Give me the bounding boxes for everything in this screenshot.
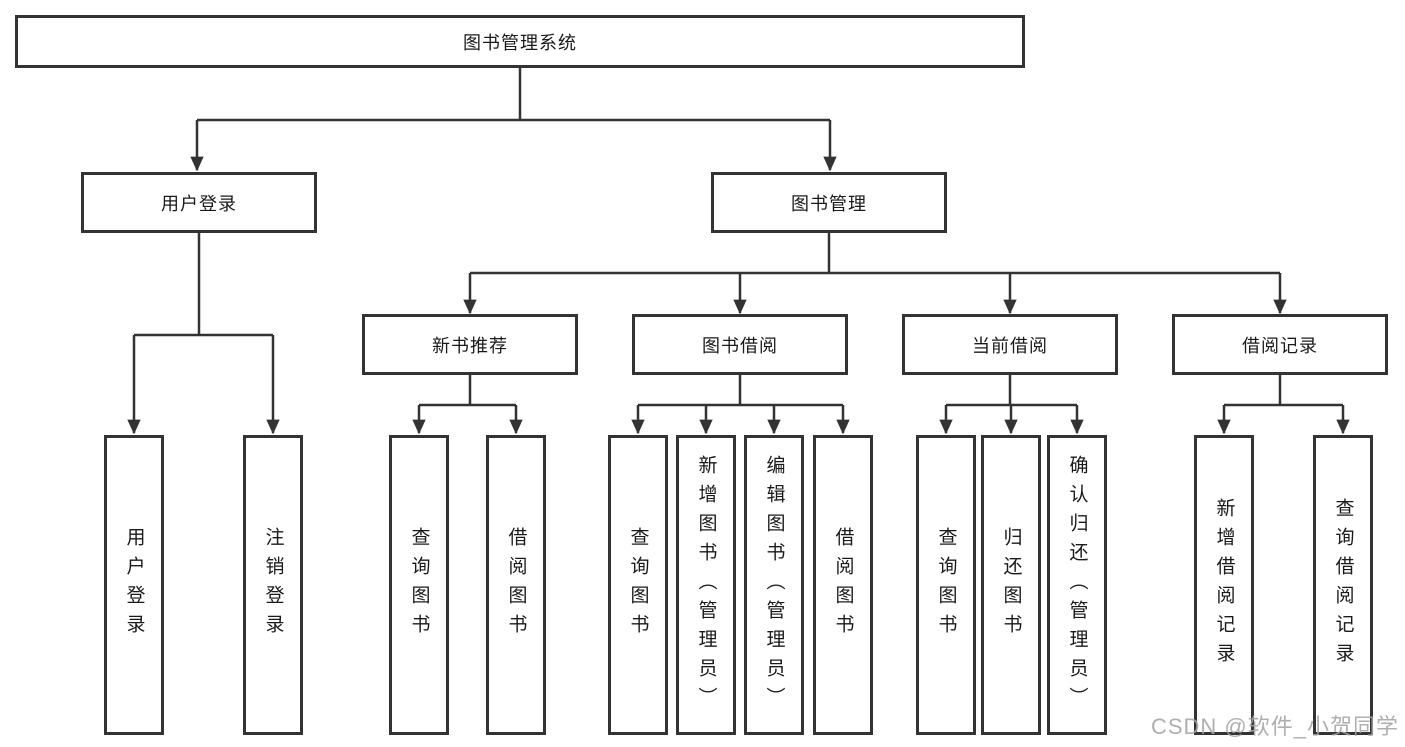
leaf-borrow-books-2: 借阅图书 [813,435,873,735]
node-borrow-records: 借阅记录 [1172,314,1388,375]
leaf-add-book-admin: 新增图书（管理员） [676,435,736,735]
csdn-watermark: CSDN @软件_小贺同学 [1150,714,1399,739]
leaf-edit-book-admin: 编辑图书（管理员） [744,435,804,735]
leaf-confirm-return-admin-label: 确认归还（管理员） [1066,454,1088,716]
leaf-user-login-label: 用户登录 [123,527,145,643]
leaf-add-borrow-record-label: 新增借阅记录 [1213,498,1235,672]
leaf-borrow-books-1: 借阅图书 [486,435,546,735]
node-current-borrow: 当前借阅 [902,314,1118,375]
node-user-login: 用户登录 [81,172,317,233]
leaf-edit-book-admin-label: 编辑图书（管理员） [763,454,785,716]
node-book-management: 图书管理 [711,172,947,233]
leaf-borrow-books-2-label: 借阅图书 [832,527,854,643]
leaf-query-books-1: 查询图书 [389,435,449,735]
leaf-borrow-books-1-label: 借阅图书 [505,527,527,643]
node-book-borrow: 图书借阅 [632,314,848,375]
leaf-query-books-2-label: 查询图书 [627,527,649,643]
leaf-confirm-return-admin: 确认归还（管理员） [1047,435,1107,735]
node-root: 图书管理系统 [15,15,1025,68]
leaf-return-books: 归还图书 [981,435,1041,735]
leaf-user-login: 用户登录 [104,435,164,735]
leaf-logout: 注销登录 [243,435,303,735]
leaf-add-book-admin-label: 新增图书（管理员） [695,454,717,716]
leaf-query-borrow-record-label: 查询借阅记录 [1332,498,1354,672]
leaf-query-books-1-label: 查询图书 [408,527,430,643]
leaf-add-borrow-record: 新增借阅记录 [1194,435,1254,735]
node-new-book-recommend: 新书推荐 [362,314,578,375]
leaf-query-books-3: 查询图书 [916,435,976,735]
leaf-query-books-2: 查询图书 [608,435,668,735]
leaf-query-borrow-record: 查询借阅记录 [1313,435,1373,735]
leaf-return-books-label: 归还图书 [1000,527,1022,643]
leaf-logout-label: 注销登录 [262,527,284,643]
leaf-query-books-3-label: 查询图书 [935,527,957,643]
